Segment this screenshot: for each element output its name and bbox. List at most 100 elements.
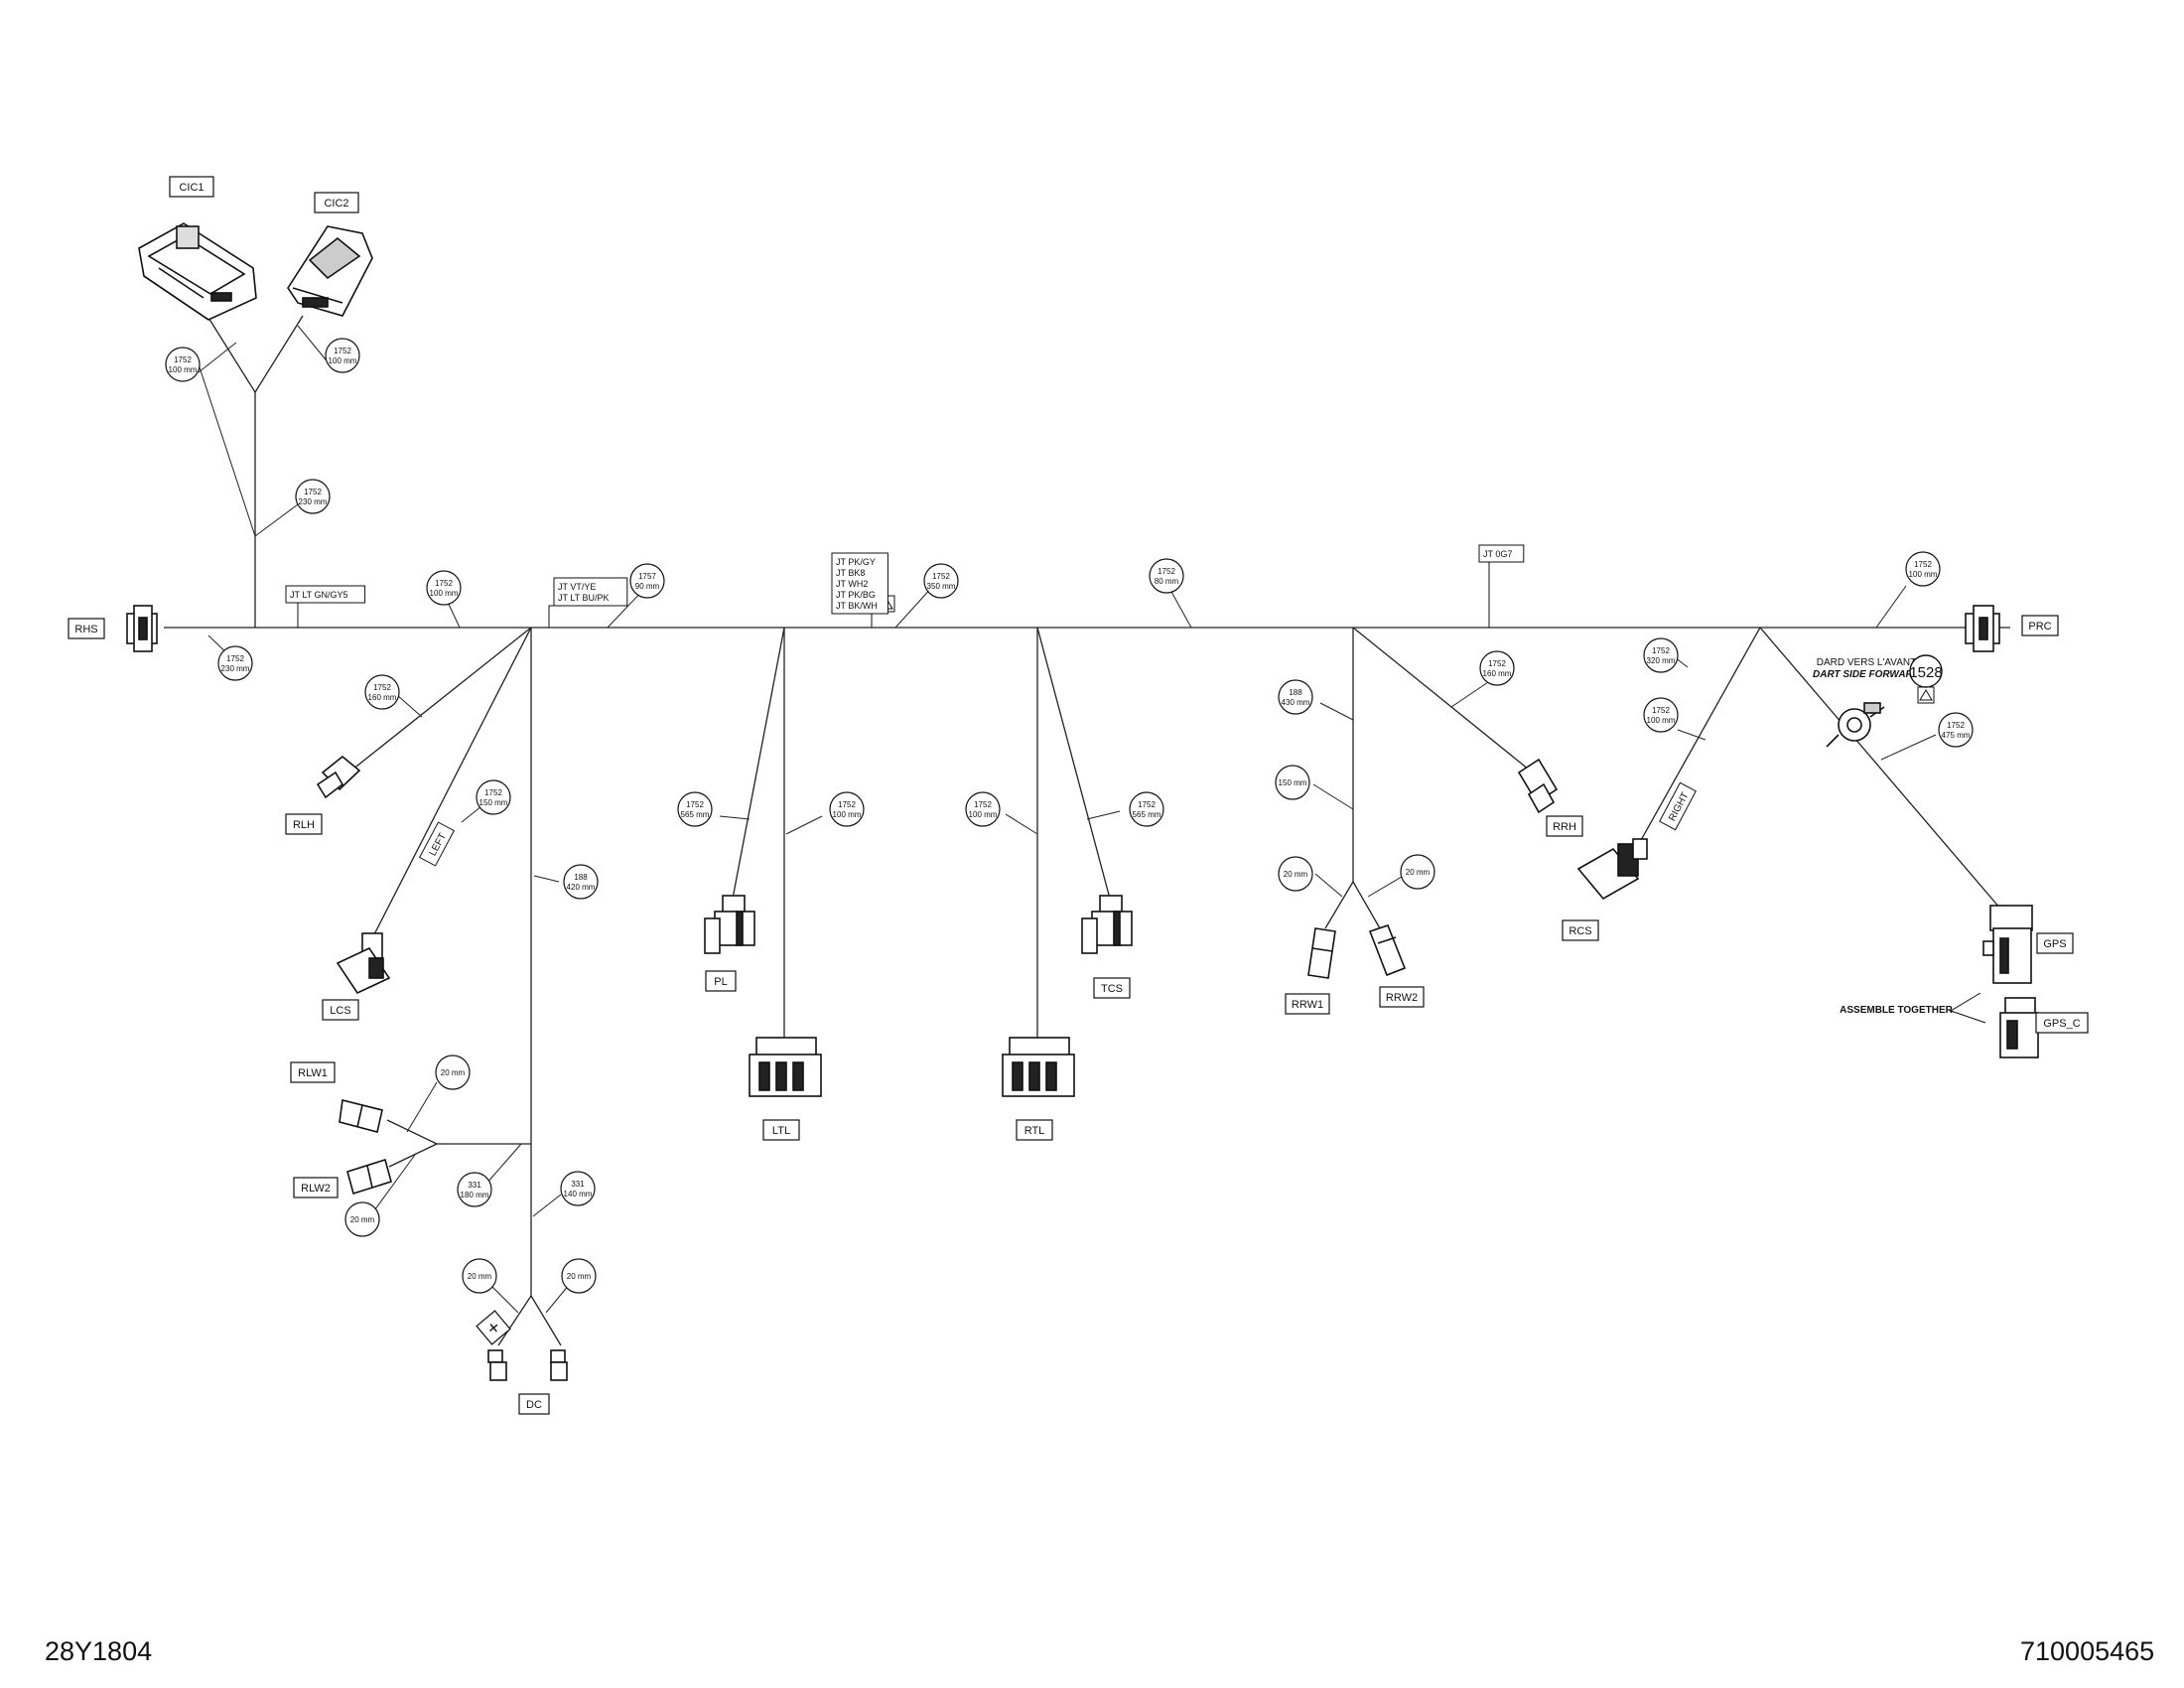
rlw1-connector xyxy=(339,1099,383,1133)
callout-gauge: 1752 xyxy=(1652,706,1670,715)
callout-length: 430 mm xyxy=(1282,698,1310,707)
connector-label-gps: GPS xyxy=(2036,932,2074,954)
rlw2-connector xyxy=(346,1158,392,1196)
wire-rrh xyxy=(1352,627,1530,771)
splice-line: JT LT GN/GY5 xyxy=(290,590,348,600)
connector-label-text: DC xyxy=(526,1399,542,1411)
connector-label-text: RTL xyxy=(1024,1125,1045,1137)
connector-label-gps-c: GPS_C xyxy=(2035,1012,2089,1034)
wire-dc-right xyxy=(530,1295,562,1346)
connector-label-rcs: RCS xyxy=(1562,919,1599,941)
wire-rrw1 xyxy=(1324,881,1354,929)
connector-label-rlw1: RLW1 xyxy=(290,1061,336,1083)
wire-pl xyxy=(732,627,785,900)
callout-gauge: 1752 xyxy=(174,355,192,364)
connector-label-rlh: RLH xyxy=(285,813,323,835)
callout-length: 90 mm xyxy=(635,582,660,591)
wire-gps xyxy=(1759,627,2001,910)
cic2-connector xyxy=(287,225,373,317)
callout-length: 230 mm xyxy=(221,664,250,673)
wire-cic1 xyxy=(203,309,256,393)
rrh-connector xyxy=(1517,758,1559,814)
callout-length: 475 mm xyxy=(1942,731,1971,740)
splice-line: JT WH2 xyxy=(836,579,868,589)
wires xyxy=(164,309,2010,1346)
rrw2-connector xyxy=(1368,924,1407,977)
wire-callout-c26: 20 mm xyxy=(344,1201,380,1237)
connector-label-rrw2: RRW2 xyxy=(1379,986,1425,1008)
wire-rlh xyxy=(341,627,532,778)
gps-c-connector xyxy=(1999,997,2039,1058)
tcs-connector xyxy=(1081,895,1133,954)
wire-rlw2 xyxy=(388,1143,438,1168)
connector-label-text: LCS xyxy=(330,1005,350,1017)
connector-label-text: CIC1 xyxy=(179,182,204,194)
rhs-connector xyxy=(126,605,158,652)
splice-line: JT BK/WH xyxy=(836,601,878,611)
connector-label-text: RRH xyxy=(1553,821,1576,833)
pl-connector xyxy=(704,895,755,954)
callout-length: 350 mm xyxy=(927,582,956,591)
splice-line: JT PK/BG xyxy=(836,590,876,600)
wire-tags: LEFT RIGHT ASSEMBLE TOGETHER DARD VERS L… xyxy=(418,654,1986,1024)
splice-line: JT 0G7 xyxy=(1483,549,1512,559)
callout-length: 100 mm xyxy=(969,810,998,819)
callout-length: 140 mm xyxy=(564,1190,593,1198)
splice-line: JT PK/GY xyxy=(836,557,876,567)
drawing-number: 28Y1804 xyxy=(45,1636,153,1666)
callout-length: 20 mm xyxy=(1284,870,1308,879)
connector-label-rrw1: RRW1 xyxy=(1285,993,1330,1015)
callout-length: 20 mm xyxy=(1406,868,1431,877)
rrw1-connector xyxy=(1307,927,1336,979)
callout-gauge: 1752 xyxy=(226,654,244,663)
connector-label-tcs: TCS xyxy=(1093,977,1131,999)
callout-length: 100 mm xyxy=(1647,716,1676,725)
callout-length: 20 mm xyxy=(350,1215,375,1224)
callout-gauge: 188 xyxy=(574,873,588,882)
ltl-connector xyxy=(749,1037,822,1097)
callout-gauge: 331 xyxy=(571,1180,585,1189)
connector-label-cic1: CIC1 xyxy=(169,176,214,198)
callout-gauge: 1752 xyxy=(484,788,502,797)
lcs-connector xyxy=(336,932,391,995)
connector-label-text: PRC xyxy=(2028,621,2051,633)
connector-label-text: RLW1 xyxy=(298,1067,328,1079)
connector-label-ltl: LTL xyxy=(762,1119,800,1141)
splice-line: JT BK8 xyxy=(836,568,865,578)
callout-length: 230 mm xyxy=(299,497,328,506)
callout-gauge: 1752 xyxy=(435,579,453,588)
callout-gauge: 1752 xyxy=(1138,800,1156,809)
dart-note-en: DART SIDE FORWARD xyxy=(1813,669,1920,680)
callout-length: 320 mm xyxy=(1647,656,1676,665)
splice-label-sp4: JT 0G7 xyxy=(1478,544,1525,628)
dc-plus-tag: + xyxy=(476,1310,511,1345)
callout-gauge: 1752 xyxy=(334,347,351,355)
connector-label-prc: PRC xyxy=(2021,615,2059,636)
callout-gauge: 1752 xyxy=(1914,560,1932,569)
connector-label-text: TCS xyxy=(1101,983,1123,995)
connector-label-text: GPS xyxy=(2043,938,2066,950)
rlh-connector xyxy=(316,755,361,799)
callout-gauge: 1752 xyxy=(1158,567,1175,576)
connector-label-text: RRW2 xyxy=(1386,992,1418,1004)
connector-label-text: RCS xyxy=(1569,925,1591,937)
wire-rrw2 xyxy=(1352,881,1381,929)
callout-gauge: 1752 xyxy=(932,572,950,581)
